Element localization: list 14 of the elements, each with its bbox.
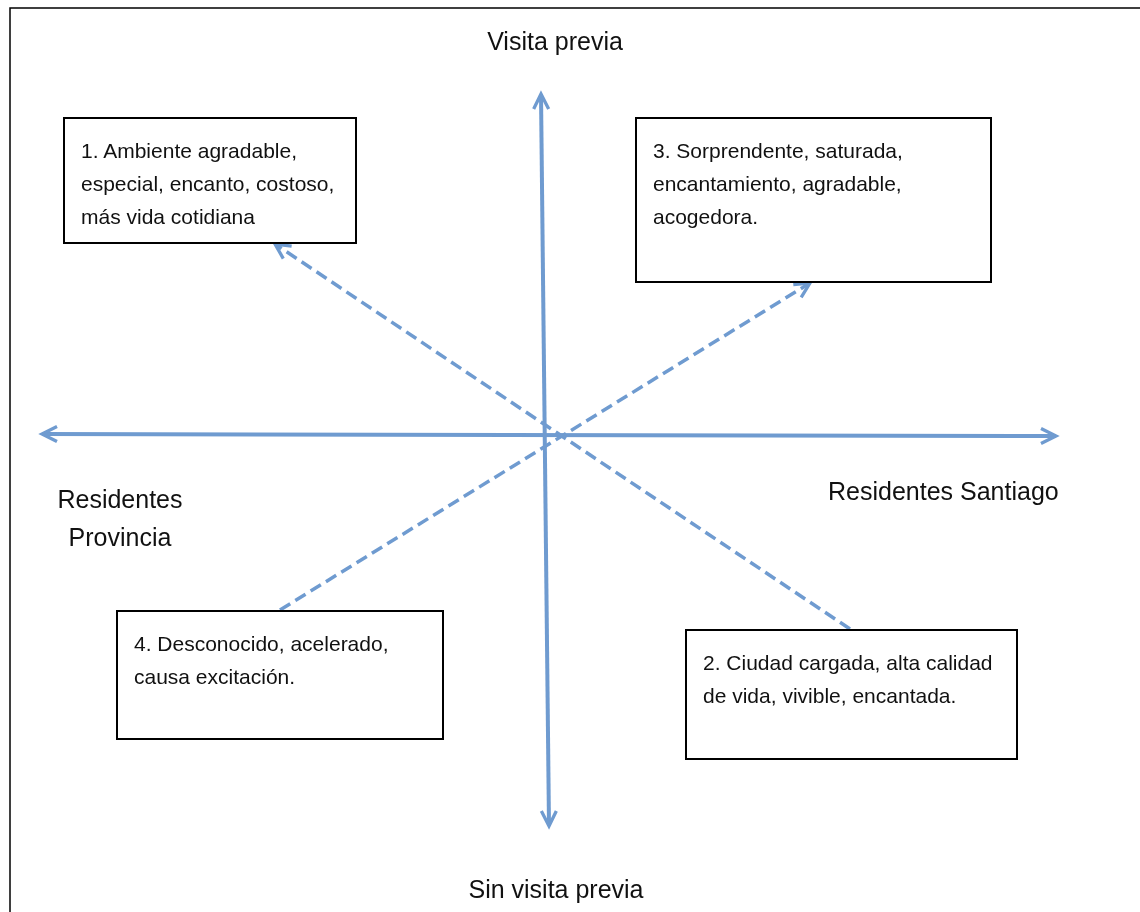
axis-label: Residentes Provincia — [56, 484, 184, 553]
axis-label: Visita previa — [486, 26, 624, 57]
dashed-arrow — [273, 242, 851, 631]
text-box — [116, 610, 444, 740]
box-text: 3. Sorprendente, saturada, encantamiento, agradable, acogedora. — [653, 138, 904, 230]
box-text: 1. Ambiente agradable, especial, encanto, costoso, más vida cotidiana — [81, 138, 336, 230]
axis-label: Residentes Santiago — [828, 476, 1060, 507]
axis-label: Sin visita previa — [467, 874, 645, 905]
text-box — [635, 117, 992, 283]
dashed-arrow — [279, 281, 812, 612]
box-text: 4. Desconocido, acelerado, causa excitación. — [134, 631, 390, 690]
text-box — [63, 117, 357, 244]
box-text: 2. Ciudad cargada, alta calidad de vida, vivible, encantada. — [703, 650, 994, 709]
text-box — [685, 629, 1018, 760]
